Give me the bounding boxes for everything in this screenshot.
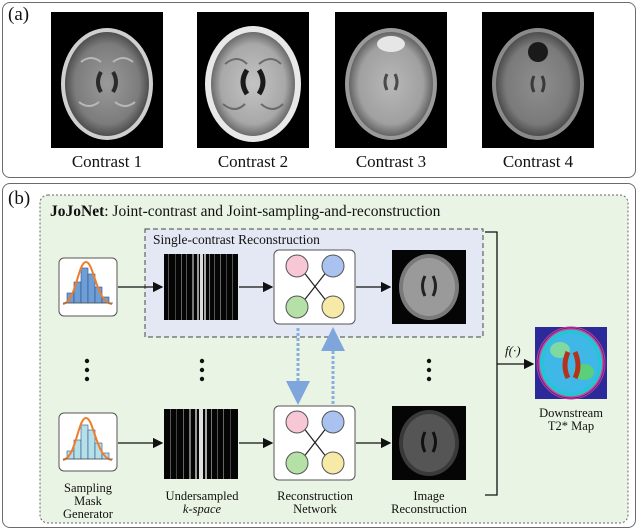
- recon-network-bottom: [273, 405, 356, 481]
- panel-b-label: (b): [8, 188, 31, 210]
- mri-contrast-2: [197, 12, 309, 148]
- recon-label-line-2: Network: [293, 502, 337, 516]
- jojonet-title-rest: : Joint-contrast and Joint-sampling-and-…: [104, 203, 441, 220]
- function-label: f(·): [505, 343, 521, 358]
- t2-map-image: [535, 326, 607, 400]
- downstream-label-line-2: T2* Map: [547, 419, 595, 433]
- caption-contrast-1: Contrast 1: [71, 152, 143, 171]
- single-contrast-label: Single-contrast Reconstruction: [153, 232, 320, 247]
- ellipsis-row: [84, 358, 432, 382]
- image-reconstruction-label: Image Reconstruction: [380, 490, 478, 516]
- caption-contrast-2: Contrast 2: [217, 152, 289, 171]
- kspace-top: [164, 254, 238, 320]
- downstream-label-line-1: Downstream: [539, 406, 603, 420]
- panel-b-frame: [2, 183, 636, 528]
- sampling-label-line-1: Sampling: [64, 481, 112, 495]
- mri-contrast-3: [335, 12, 447, 148]
- image-label-line-2: Reconstruction: [391, 502, 467, 516]
- jojonet-title: JoJoNet: Joint-contrast and Joint-sampli…: [50, 203, 440, 221]
- caption-contrast-4: Contrast 4: [502, 152, 574, 171]
- kspace-bottom: [164, 409, 238, 479]
- recon-network-top: [273, 249, 356, 325]
- downstream-label: Downstream T2* Map: [523, 407, 619, 433]
- panel-a-frame: [2, 2, 636, 178]
- sampling-label-line-2: Mask: [74, 494, 102, 508]
- sampling-mask-generator-top: [58, 257, 118, 317]
- sampling-label-line-3: Generator: [63, 507, 113, 521]
- reconstruction-network-label: Reconstruction Network: [264, 490, 366, 516]
- undersampled-kspace-label: Undersampled k-space: [150, 490, 254, 516]
- image-recon-top: [392, 250, 466, 324]
- recon-label-line-1: Reconstruction: [277, 489, 353, 503]
- jojonet-title-bold: JoJoNet: [50, 203, 105, 220]
- image-label-line-1: Image: [413, 489, 445, 503]
- mri-contrast-1: [51, 12, 163, 148]
- mri-contrast-4: [482, 12, 594, 148]
- image-recon-bottom: [392, 406, 466, 480]
- sampling-mask-generator-label: Sampling Mask Generator: [42, 482, 134, 521]
- undersampled-label-line-2: k-space: [182, 502, 222, 516]
- sampling-mask-generator-bottom: [58, 412, 118, 472]
- panel-a-label: (a): [8, 4, 30, 26]
- caption-contrast-3: Contrast 3: [355, 152, 427, 171]
- undersampled-label-line-1: Undersampled: [165, 489, 239, 503]
